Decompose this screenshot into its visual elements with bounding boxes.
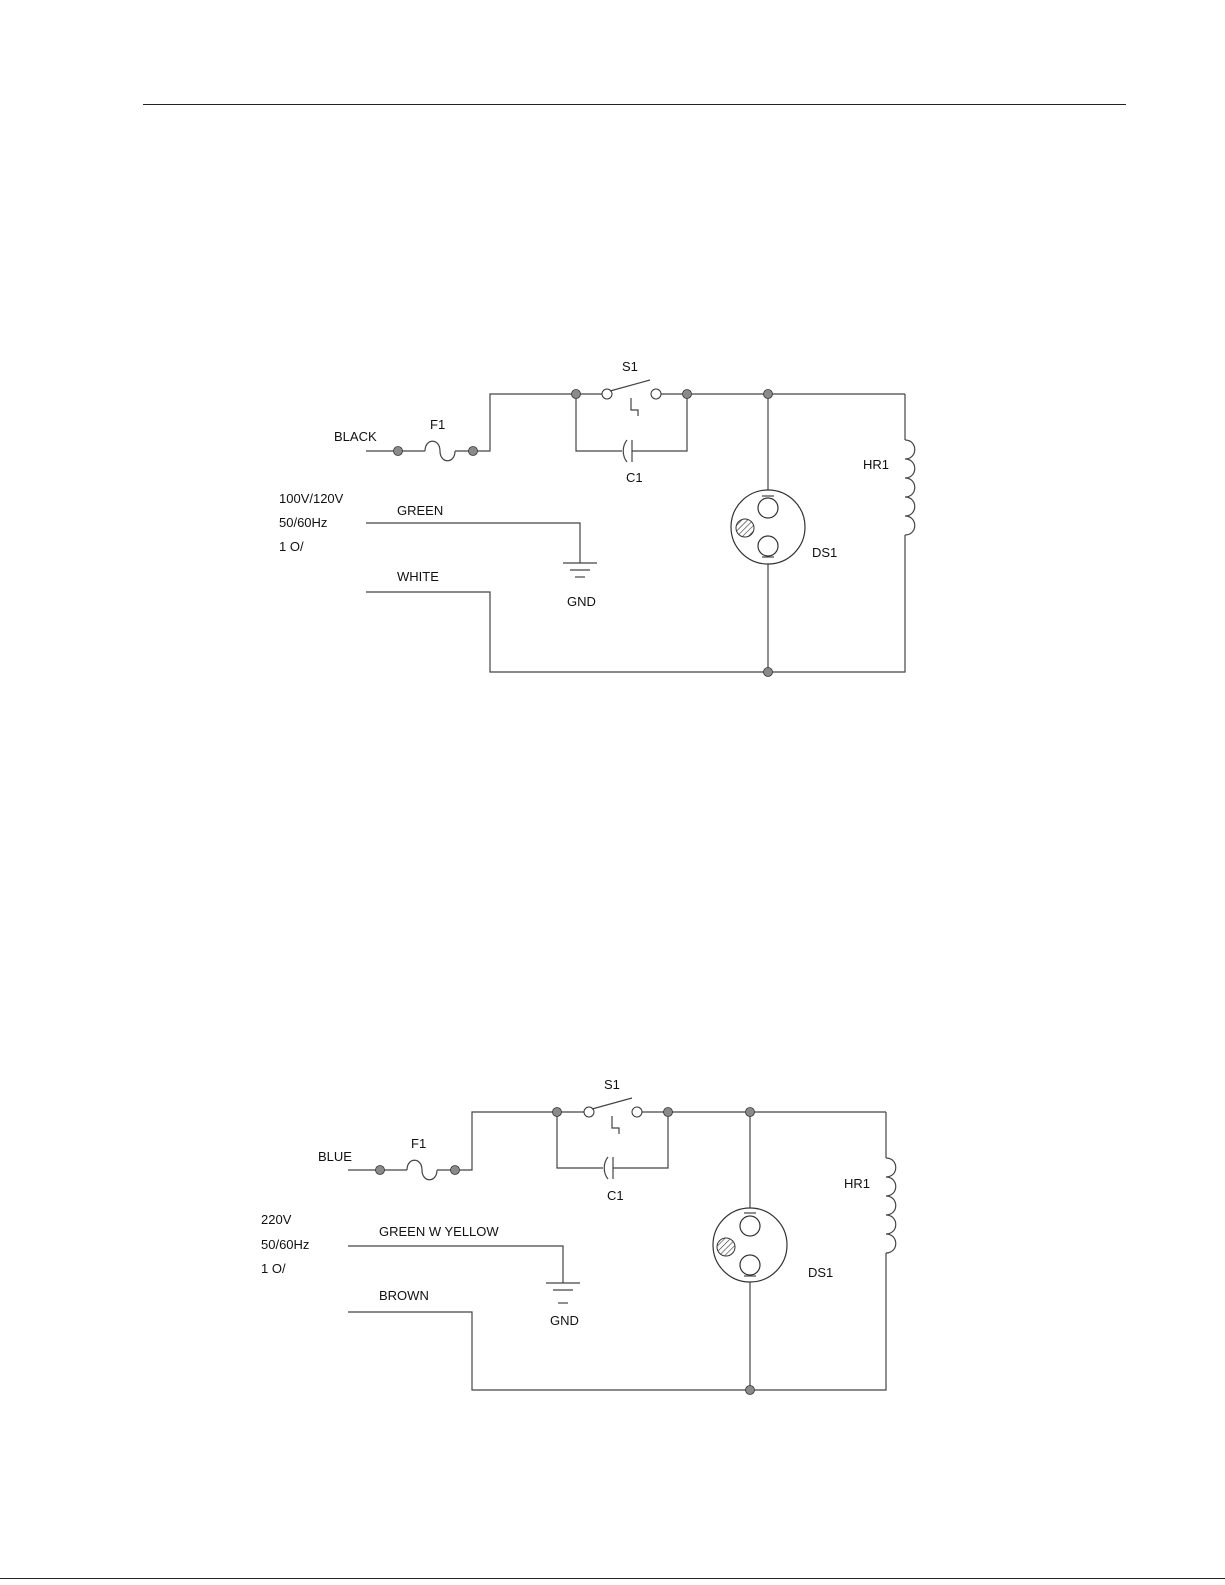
- line-wire-label: BLUE: [318, 1149, 352, 1164]
- heater-label: HR1: [844, 1176, 870, 1191]
- ground-symbol: [546, 1283, 580, 1303]
- lamp-ds1: [713, 1208, 787, 1282]
- supply-voltage: 220V: [261, 1212, 292, 1227]
- neutral-wire-label: BROWN: [379, 1288, 429, 1303]
- supply-phase: 1 O/: [261, 1261, 286, 1276]
- capacitor-c1: [604, 1157, 613, 1179]
- ground-wire-label: GREEN W YELLOW: [379, 1224, 499, 1239]
- lamp-label: DS1: [808, 1265, 833, 1280]
- switch-label: S1: [604, 1077, 620, 1092]
- footer-rule: [0, 1578, 1225, 1579]
- circuit-wires: [348, 1112, 886, 1390]
- fuse-f1: [376, 1160, 460, 1180]
- capacitor-label: C1: [607, 1188, 624, 1203]
- heater-hr1-coil: [886, 1158, 896, 1253]
- supply-frequency: 50/60Hz: [261, 1237, 309, 1252]
- wiring-diagram-220v: S1 F1 BLUE C1 HR1 DS1 220V 50/60Hz 1 O/ …: [0, 0, 1225, 1500]
- ground-label: GND: [550, 1313, 579, 1328]
- fuse-label: F1: [411, 1136, 426, 1151]
- switch-s1: [553, 1098, 673, 1134]
